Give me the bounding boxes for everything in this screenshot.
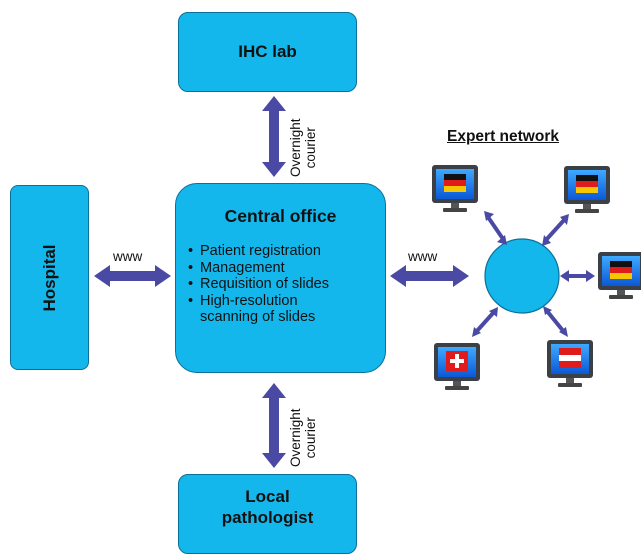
task-item: •High-resolution [188,292,298,309]
central-office-title: Central office [224,206,337,226]
top-courier-arrow [262,96,286,177]
network-link-arrow [390,265,469,287]
hospital-www-label: www [113,249,143,264]
hospital-link-arrow [94,265,171,287]
expert-network-hub [484,238,560,314]
spoke-arrow [545,309,566,334]
spoke-arrow [544,217,567,242]
spoke-arrow [486,215,505,241]
spoke-arrow [474,310,496,334]
hospital-box: Hospital [10,185,89,370]
central-office-task-list: •Patient registration •Management •Requi… [188,243,385,326]
monitor-germany-2 [564,166,610,213]
monitor-switzerland [434,343,480,390]
task-item-continued: scanning of slides [200,309,316,325]
task-item: •Patient registration [188,243,321,259]
local-pathologist-box: Local pathologist [178,474,357,554]
ihc-lab-box: IHC lab [178,12,357,92]
central-office-box: Central office •Patient registration •Ma… [175,183,386,373]
bottom-courier-arrow [262,383,286,468]
expert-network-title: Expert network [447,128,559,145]
task-item: •Management [188,259,285,276]
local-pathologist-label: Local pathologist [221,487,314,527]
network-www-label: www [408,249,438,264]
monitor-germany-3 [598,252,641,299]
monitor-germany-1 [432,165,478,212]
task-item: •Requisition of slides [188,276,329,292]
monitor-austria [547,340,593,387]
ihc-lab-label: IHC lab [238,42,297,61]
